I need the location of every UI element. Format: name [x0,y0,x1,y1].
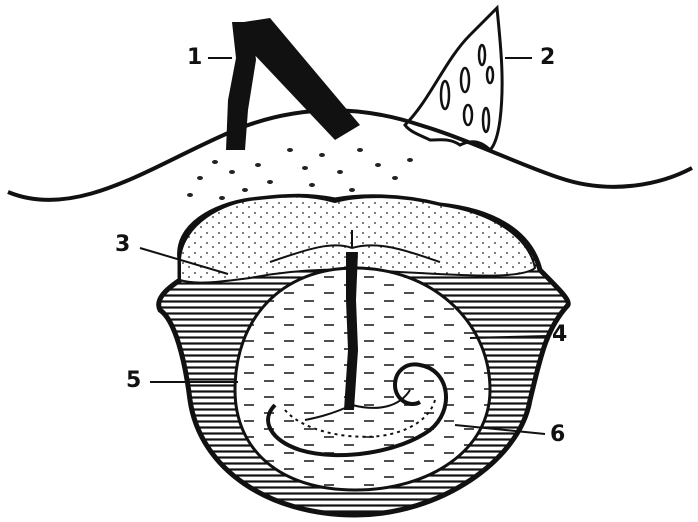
label-1: 1 [187,47,202,69]
gland-cells [441,45,493,132]
label-3: 3 [115,234,130,256]
label-4: 4 [552,324,567,346]
label-5: 5 [126,370,141,392]
label-2: 2 [540,47,555,69]
label-6: 6 [550,424,565,446]
